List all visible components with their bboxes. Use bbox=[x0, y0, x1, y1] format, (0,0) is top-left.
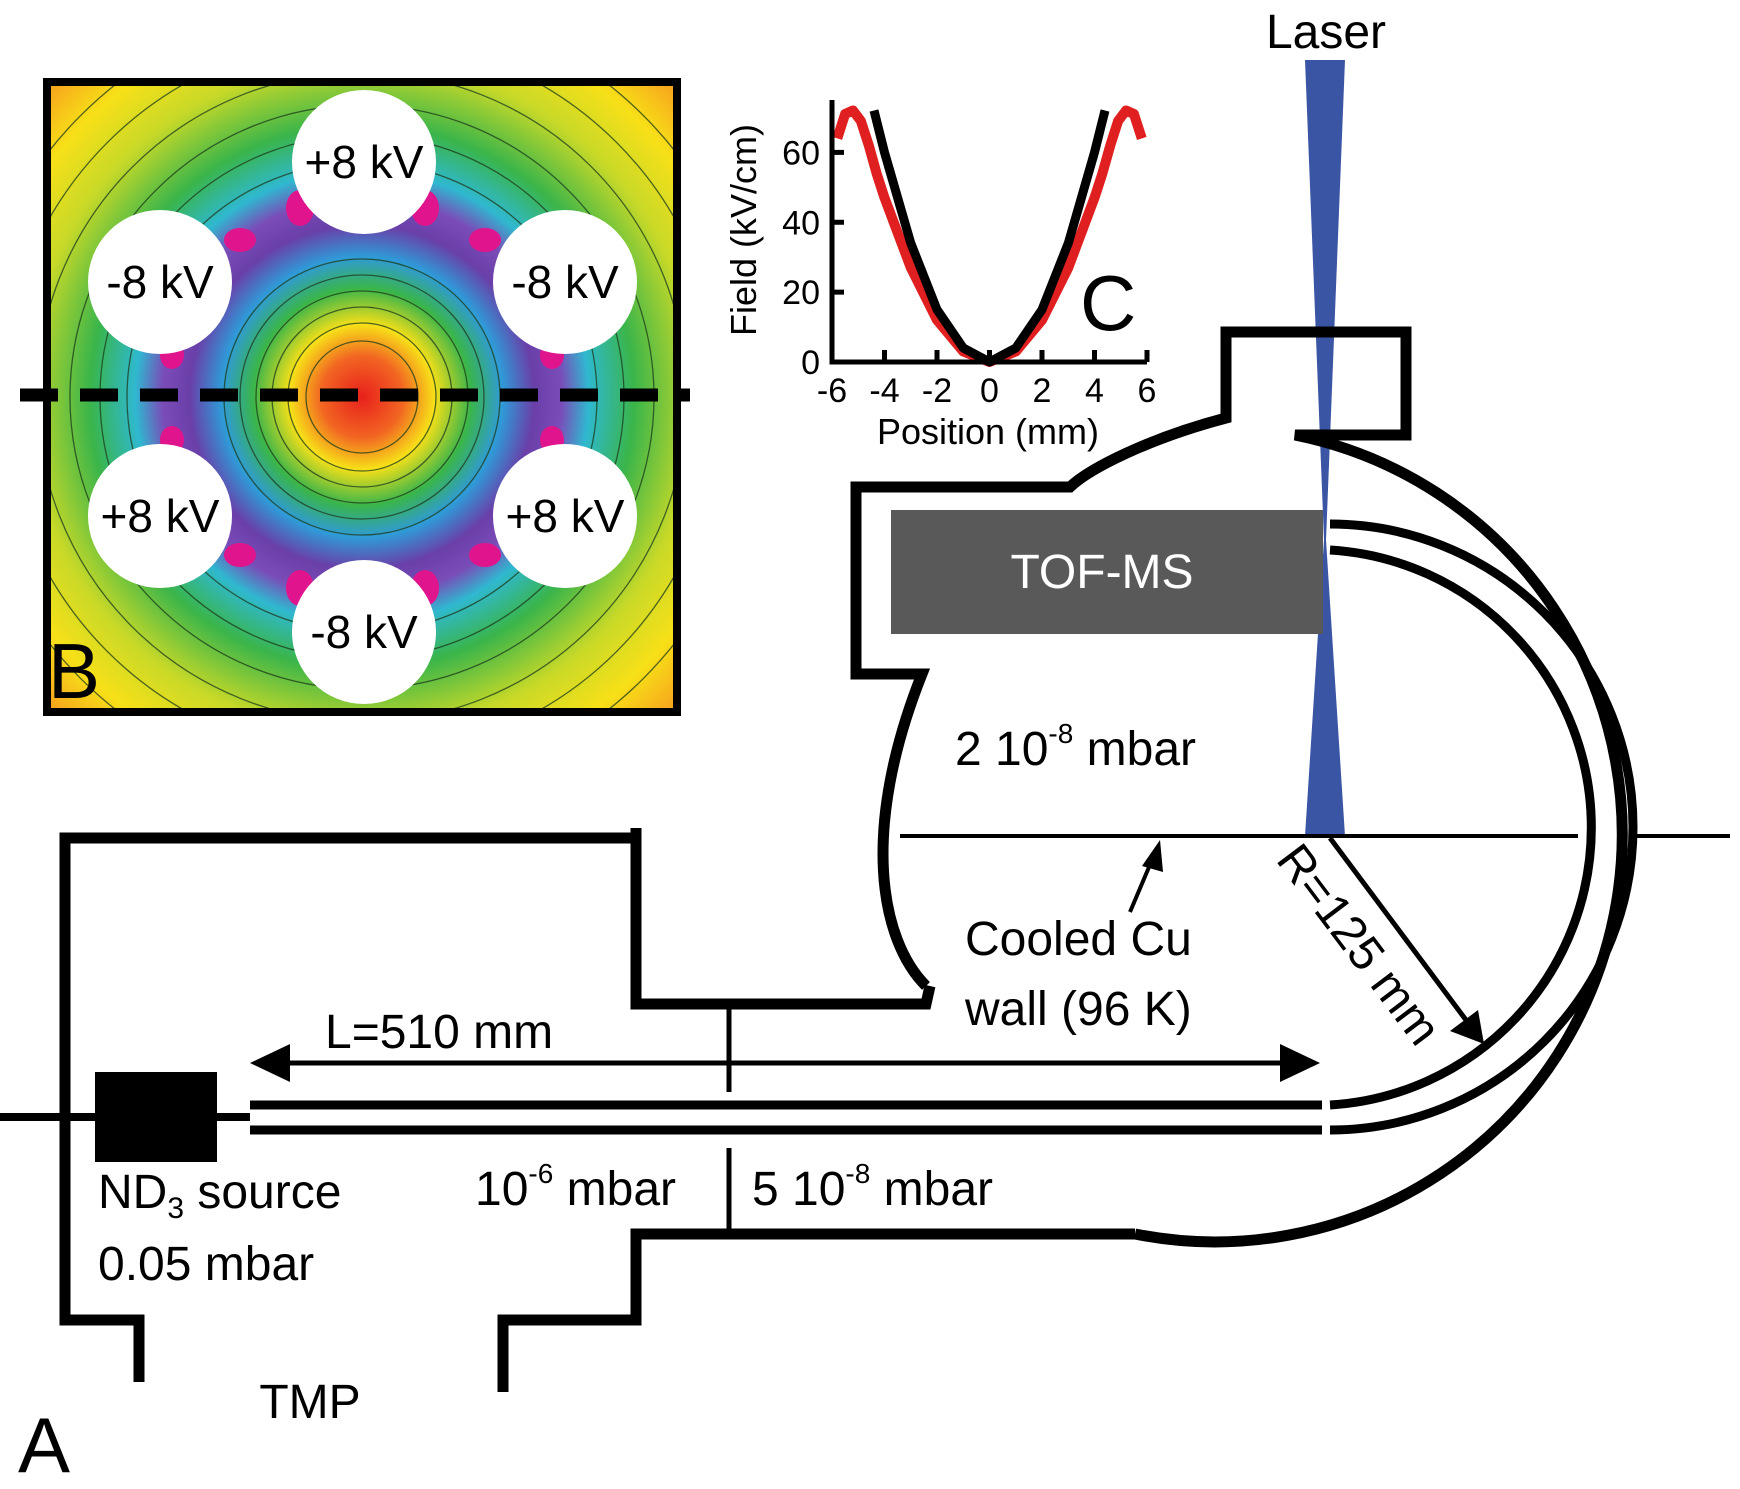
electrode-lower-left: +8 kV bbox=[88, 444, 232, 588]
x-tick-label: 6 bbox=[1138, 372, 1157, 410]
source-region-pressure: 10-6 mbar bbox=[475, 1158, 676, 1216]
electrode-upper-right: -8 kV bbox=[493, 210, 637, 354]
source-label: ND3 source bbox=[98, 1166, 341, 1225]
electrode-lower-right: +8 kV bbox=[493, 444, 637, 588]
x-tick-label: 2 bbox=[1033, 372, 1052, 410]
pump-port-right bbox=[497, 1228, 1135, 1392]
svg-text:-8 kV: -8 kV bbox=[511, 256, 619, 308]
cooled-wall-label-1: Cooled Cu bbox=[965, 913, 1192, 966]
x-tick-label: -6 bbox=[817, 372, 847, 410]
x-tick-label: -4 bbox=[869, 372, 899, 410]
svg-text:+8 kV: +8 kV bbox=[305, 136, 424, 188]
cooled-wall-arrow bbox=[1128, 840, 1163, 913]
electrode-upper-left: -8 kV bbox=[88, 210, 232, 354]
panel-label-c: C bbox=[1080, 259, 1136, 347]
x-tick-label: 0 bbox=[980, 372, 999, 410]
source-chamber-wall bbox=[59, 832, 936, 1382]
tof-ms-block bbox=[891, 510, 1323, 634]
panel-label-a: A bbox=[18, 1401, 70, 1489]
y-tick-label: 20 bbox=[782, 274, 820, 312]
series-black-line bbox=[869, 109, 1110, 367]
y-ticks: 0 20 40 60 bbox=[782, 134, 844, 382]
nd3-source-block bbox=[95, 1072, 217, 1162]
bent-guide-inner bbox=[1329, 545, 1596, 1110]
guide-region-pressure: 5 10-8 mbar bbox=[752, 1158, 993, 1216]
electrode-top: +8 kV bbox=[292, 90, 436, 234]
x-axis-label: Position (mm) bbox=[877, 411, 1099, 452]
radius-arrow bbox=[1327, 836, 1484, 1044]
svg-text:+8 kV: +8 kV bbox=[506, 490, 625, 542]
laser-label: Laser bbox=[1266, 6, 1386, 59]
source-pressure: 0.05 mbar bbox=[98, 1238, 314, 1291]
apparatus-panel: Laser TOF-MS L=510 mm bbox=[0, 6, 1730, 1489]
length-arrow bbox=[250, 1044, 1320, 1082]
y-axis-label: Field (kV/cm) bbox=[723, 124, 764, 336]
main-chamber-wall bbox=[850, 326, 1628, 1248]
svg-text:-8 kV: -8 kV bbox=[106, 256, 214, 308]
y-tick-label: 60 bbox=[782, 134, 820, 172]
y-tick-label: 0 bbox=[801, 344, 820, 382]
svg-text:+8 kV: +8 kV bbox=[101, 490, 220, 542]
chamber-pressure: 2 10-8 mbar bbox=[955, 718, 1196, 776]
laser-beam bbox=[1305, 60, 1345, 836]
svg-text:-8 kV: -8 kV bbox=[310, 606, 418, 658]
pump-label: TMP bbox=[259, 1376, 360, 1429]
radius-label: R=125 mm bbox=[1266, 835, 1450, 1055]
cooled-wall-label-2: wall (96 K) bbox=[964, 983, 1192, 1036]
electrode-bottom: -8 kV bbox=[292, 560, 436, 704]
tof-ms-label: TOF-MS bbox=[1010, 546, 1193, 599]
y-tick-label: 40 bbox=[782, 204, 820, 242]
bent-guide-outer bbox=[1329, 519, 1638, 1135]
panel-label-b: B bbox=[48, 627, 100, 715]
x-tick-label: 4 bbox=[1085, 372, 1104, 410]
field-map-panel: +8 kV -8 kV -8 kV +8 kV +8 kV -8 kV B bbox=[20, 78, 690, 716]
length-label: L=510 mm bbox=[325, 1006, 553, 1059]
x-tick-label: -2 bbox=[922, 372, 952, 410]
